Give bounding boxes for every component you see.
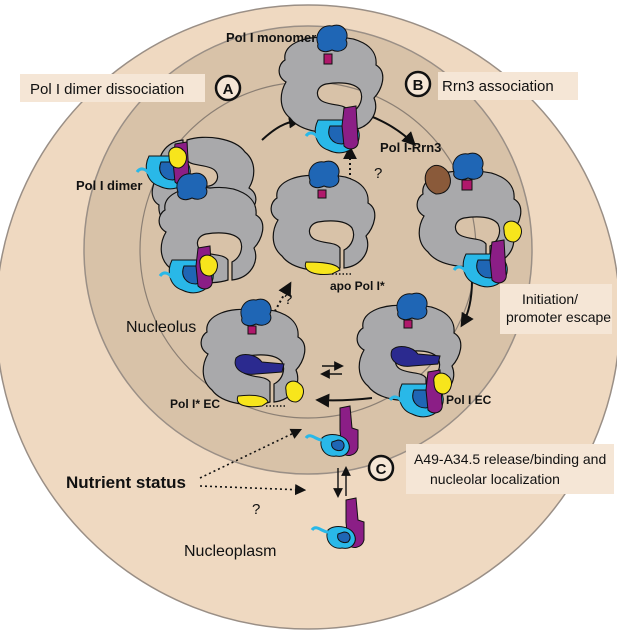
label-nucleoplasm: Nucleoplasm [184,543,276,560]
a49-box [406,444,614,494]
label-initiation-line2: promoter escape [506,309,611,325]
pol1-monomer-structure [278,24,384,155]
initiation-box [500,284,612,334]
arrow-ec-to-star-ec [315,393,373,408]
svg-text:B: B [413,77,424,94]
svg-text:C: C [376,461,387,478]
step-marker-c: C [367,454,395,482]
arrow-rrn3-to-ec [460,279,474,328]
svg-text:A: A [223,81,234,98]
label-a49-line1: A49-A34.5 release/binding and [414,451,606,467]
label-pol1-monomer: Pol I monomer [226,30,316,45]
rrn3-association-box [438,72,578,100]
dimer-dissociation-box [20,74,205,102]
label-a49-line2: nucleolar localization [430,471,560,487]
question-mark-bottom: ? [252,501,260,518]
step-marker-a: A [214,74,242,102]
apo-pol1-star-structure [270,160,376,275]
label-apo-pol1-star: apo Pol I* [330,279,385,293]
pol1-rrn3-structure [416,152,522,289]
label-initiation-line1: Initiation/ [522,291,578,307]
label-pol1-star-ec: Pol I* EC [170,397,220,411]
question-mark-left: ? [284,291,292,308]
label-pol1-rrn3: Pol I-Rrn3 [380,140,441,155]
step-marker-b: B [404,70,432,98]
label-nutrient-status: Nutrient status [66,473,186,492]
question-mark-top: ? [374,165,382,182]
label-rrn3-association: Rrn3 association [442,78,554,95]
nutrient-arrow-down [199,484,307,496]
label-nucleolus: Nucleolus [126,319,196,336]
pol1-star-ec-structure [200,298,306,408]
pol1-ec-structure [356,292,462,419]
label-pol1-ec: Pol I EC [446,393,492,407]
nutrient-arrow-up [199,428,303,479]
label-dimer-dissociation: Pol I dimer dissociation [30,81,184,98]
label-pol1-dimer: Pol I dimer [76,178,142,193]
